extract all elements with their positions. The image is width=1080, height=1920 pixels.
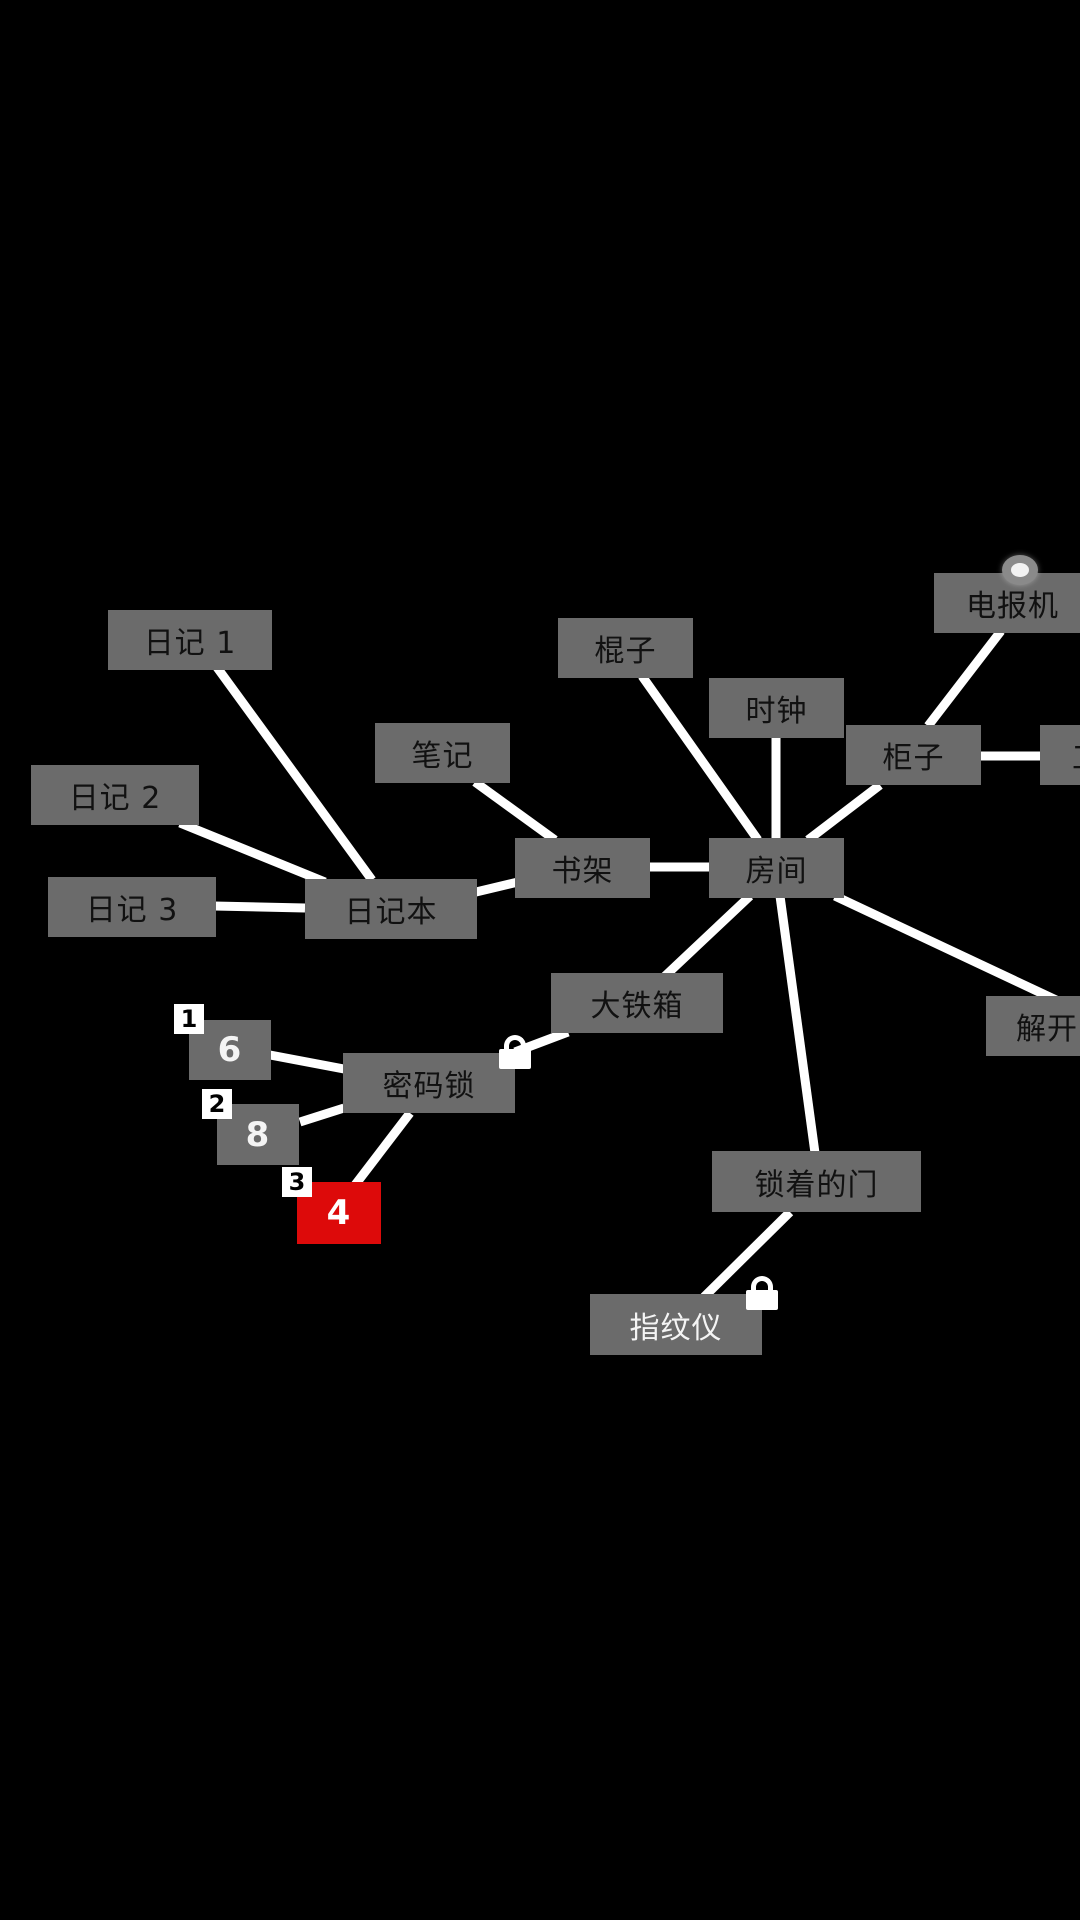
padlock-icon — [746, 1276, 778, 1310]
node-fingerprint-scanner[interactable]: 指纹仪 — [590, 1294, 762, 1355]
node-diary-3[interactable]: 日记 3 — [48, 877, 216, 937]
node-diary-1[interactable]: 日记 1 — [108, 610, 272, 670]
code-digit-1[interactable]: 6 — [189, 1020, 271, 1080]
edge-room-cabinet — [805, 781, 883, 844]
node-bookshelf[interactable]: 书架 — [515, 838, 650, 898]
node-cabinet[interactable]: 柜子 — [846, 725, 981, 785]
edge-room-unlock — [833, 891, 1058, 1005]
edge-room-door — [775, 895, 820, 1154]
node-locked-door[interactable]: 锁着的门 — [712, 1151, 921, 1212]
code-order-badge-2: 2 — [202, 1089, 232, 1119]
node-offscreen[interactable]: 工 — [1040, 725, 1080, 785]
edge-diarybook-bookshelf — [474, 877, 520, 897]
node-unlock[interactable]: 解开 — [986, 996, 1080, 1056]
node-clock[interactable]: 时钟 — [709, 678, 844, 738]
hint-orb-icon[interactable] — [1002, 555, 1038, 585]
node-combination-lock[interactable]: 密码锁 — [343, 1053, 515, 1113]
node-room[interactable]: 房间 — [709, 838, 844, 898]
node-diary-2[interactable]: 日记 2 — [31, 765, 199, 825]
node-stick[interactable]: 棍子 — [558, 618, 693, 678]
edge-door-fingerprint — [700, 1208, 794, 1301]
code-order-badge-1: 1 — [174, 1004, 204, 1034]
node-diary-book[interactable]: 日记本 — [305, 879, 477, 939]
edge-bookshelf-notes — [472, 778, 558, 844]
edge-cabinet-telegraph — [924, 628, 1005, 729]
padlock-icon — [499, 1035, 531, 1069]
edge-room-stick — [638, 673, 762, 843]
edge-diarybook-diary1 — [204, 652, 376, 883]
edge-diarybook-diary3 — [213, 901, 306, 913]
edge-combolock-digit4 — [351, 1110, 414, 1188]
code-order-badge-3: 3 — [282, 1167, 312, 1197]
node-notes[interactable]: 笔记 — [375, 723, 510, 783]
edge-room-ironbox — [660, 892, 754, 981]
node-iron-box[interactable]: 大铁箱 — [551, 973, 723, 1033]
edge-combolock-digit6 — [269, 1050, 345, 1074]
node-telegraph[interactable]: 电报机 — [934, 573, 1080, 633]
edge-diarybook-diary2 — [178, 818, 327, 887]
edge-combolock-digit8 — [298, 1103, 346, 1127]
